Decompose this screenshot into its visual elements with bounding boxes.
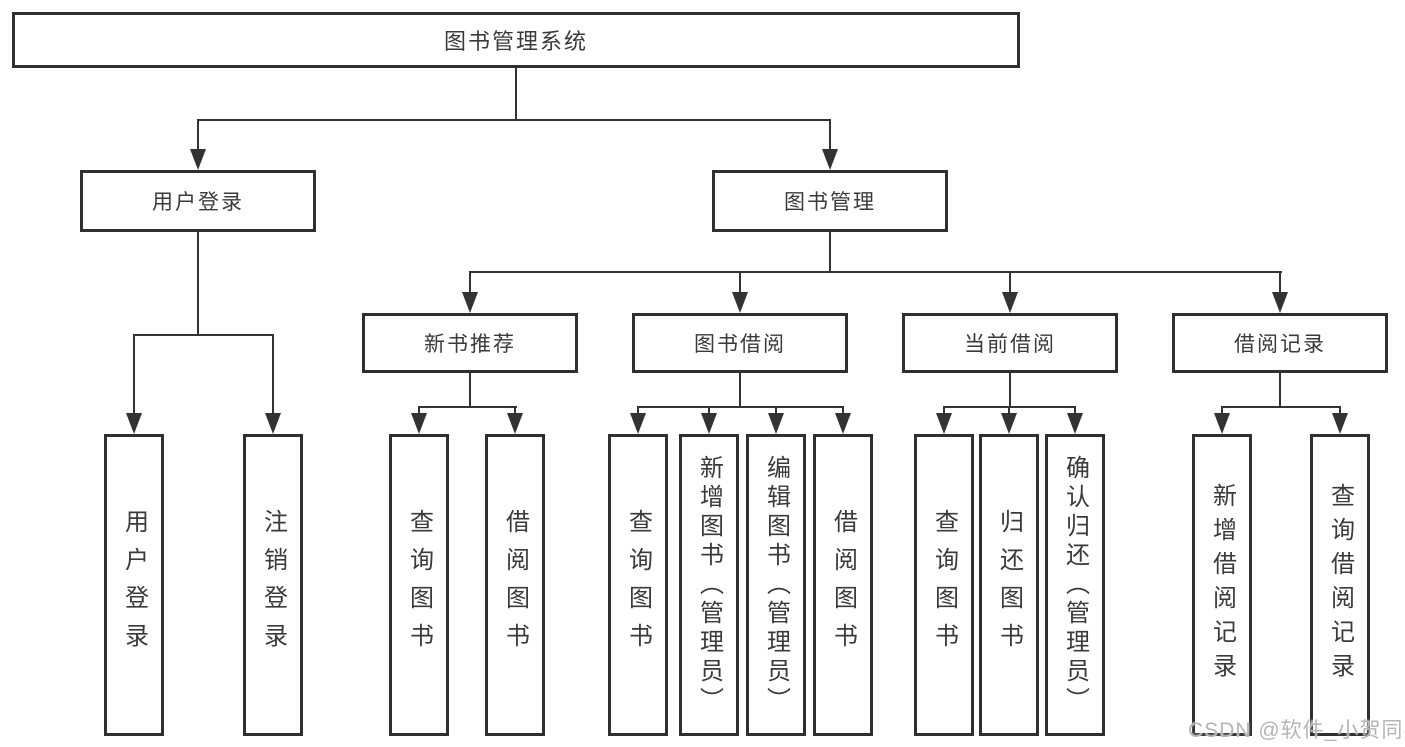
leaf-label: 查询图书 (405, 509, 433, 661)
leaf-label: 新增借阅记录 (1208, 483, 1236, 687)
leaf-label: 借阅图书 (829, 509, 857, 661)
connector-line (515, 68, 517, 120)
connector-line (469, 271, 471, 293)
leaf-borrow-books-recommend: 借阅图书 (485, 434, 545, 736)
connector-line (637, 406, 844, 408)
connector-line (418, 406, 420, 415)
node-label: 图书借阅 (694, 333, 786, 356)
leaf-add-borrow-record: 新增借阅记录 (1192, 434, 1252, 736)
connector-line (1279, 271, 1281, 293)
leaf-user-login: 用户登录 (104, 434, 164, 736)
connector-line (1339, 406, 1341, 415)
arrow-down-icon (1067, 413, 1083, 434)
connector-line (739, 373, 741, 408)
connector-line (775, 406, 777, 415)
node-borrowing-records: 借阅记录 (1172, 313, 1388, 373)
connector-line (1221, 406, 1223, 415)
node-library-management-system: 图书管理系统 (12, 12, 1020, 68)
connector-line (469, 271, 1282, 273)
leaf-label: 编辑图书（管理员） (762, 454, 790, 716)
node-label: 用户登录 (152, 191, 244, 214)
connector-line (197, 119, 199, 151)
node-label: 图书管理系统 (443, 29, 588, 54)
leaf-label: 确认归还（管理员） (1061, 454, 1089, 716)
node-label: 新书推荐 (424, 333, 516, 356)
leaf-add-book-admin: 新增图书（管理员） (679, 434, 739, 736)
leaf-label: 查询图书 (930, 509, 958, 661)
connector-line (133, 334, 274, 336)
node-book-management: 图书管理 (712, 170, 948, 232)
arrow-down-icon (936, 413, 952, 434)
connector-line (943, 406, 945, 415)
arrow-down-icon (701, 413, 717, 434)
arrow-down-icon (768, 413, 784, 434)
leaf-query-borrow-record: 查询借阅记录 (1310, 434, 1370, 736)
leaf-query-books-current: 查询图书 (914, 434, 974, 736)
leaf-return-book: 归还图书 (979, 434, 1039, 736)
arrow-down-icon (835, 413, 851, 434)
arrow-down-icon (190, 149, 206, 170)
leaf-edit-book-admin: 编辑图书（管理员） (746, 434, 806, 736)
arrow-down-icon (462, 292, 478, 313)
watermark-text: CSDN @软件_小贺同学 (1188, 719, 1405, 742)
node-label: 图书管理 (784, 191, 876, 214)
connector-line (708, 406, 710, 415)
node-label: 借阅记录 (1234, 333, 1326, 356)
connector-line (637, 406, 639, 415)
leaf-label: 归还图书 (995, 509, 1023, 661)
connector-line (829, 119, 831, 151)
arrow-down-icon (1001, 413, 1017, 434)
arrow-down-icon (1214, 413, 1230, 434)
connector-line (1279, 373, 1281, 408)
arrow-down-icon (1332, 413, 1348, 434)
leaf-query-books-recommend: 查询图书 (389, 434, 449, 736)
connector-line (133, 334, 135, 413)
node-label: 当前借阅 (964, 333, 1056, 356)
leaf-borrow-books: 借阅图书 (813, 434, 873, 736)
arrow-down-icon (411, 413, 427, 434)
connector-line (197, 232, 199, 336)
arrow-down-icon (1002, 292, 1018, 313)
leaf-label: 查询图书 (624, 509, 652, 661)
arrow-down-icon (1272, 292, 1288, 313)
leaf-confirm-return-admin: 确认归还（管理员） (1045, 434, 1105, 736)
arrow-down-icon (822, 149, 838, 170)
leaf-label: 新增图书（管理员） (695, 454, 723, 716)
arrow-down-icon (630, 413, 646, 434)
connector-line (829, 232, 831, 273)
arrow-down-icon (732, 292, 748, 313)
connector-line (739, 271, 741, 293)
leaf-logout: 注销登录 (243, 434, 303, 736)
connector-line (842, 406, 844, 415)
node-user-login: 用户登录 (80, 170, 316, 232)
node-new-book-recommendation: 新书推荐 (362, 313, 578, 373)
connector-line (272, 334, 274, 413)
node-current-borrowing: 当前借阅 (902, 313, 1118, 373)
arrow-down-icon (507, 413, 523, 434)
connector-line (469, 373, 471, 408)
leaf-query-books-borrow: 查询图书 (608, 434, 668, 736)
connector-line (418, 406, 517, 408)
connector-line (514, 406, 516, 415)
connector-line (1008, 406, 1010, 415)
leaf-label: 借阅图书 (501, 509, 529, 661)
arrow-down-icon (126, 413, 142, 434)
leaf-label: 用户登录 (120, 509, 148, 661)
connector-line (1009, 373, 1011, 408)
node-book-borrowing: 图书借阅 (632, 313, 848, 373)
leaf-label: 注销登录 (259, 509, 287, 661)
connector-line (1009, 271, 1011, 293)
leaf-label: 查询借阅记录 (1326, 483, 1354, 687)
connector-line (1074, 406, 1076, 415)
arrow-down-icon (265, 413, 281, 434)
connector-line (1221, 406, 1341, 408)
connector-line (197, 119, 831, 121)
